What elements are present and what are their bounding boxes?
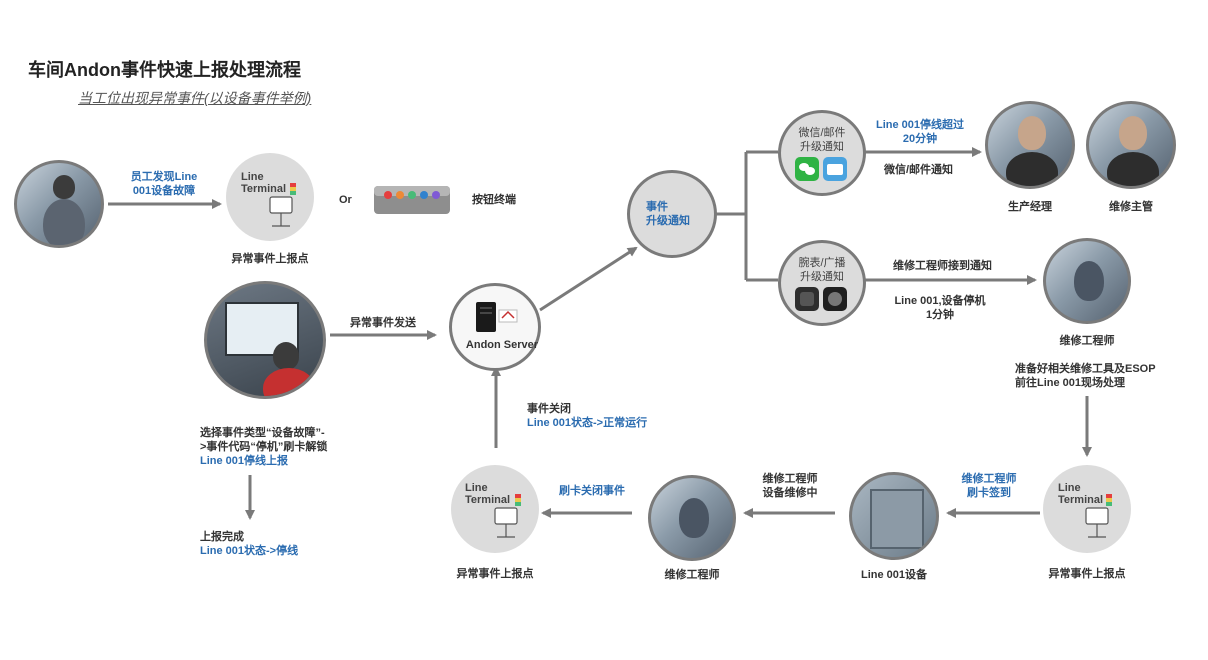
- label-employee-find: 员工发现Line 001设备故障: [130, 171, 198, 197]
- wechat-notify-label: 微信/邮件 升级通知: [798, 127, 846, 153]
- button-box-icon: [374, 186, 450, 214]
- andon-light-icon: [269, 183, 296, 227]
- page-title: 车间Andon事件快速上报处理流程: [28, 60, 301, 80]
- escalate-node: [627, 170, 717, 258]
- terminal-top-node: [226, 153, 314, 241]
- label-select-event: 选择事件类型“设备故障”- >事件代码“停机”刷卡解锁 Line 001停线上报: [200, 427, 328, 467]
- escalate-label: 事件 升级通知: [646, 201, 690, 227]
- engineer-top-label: 维修工程师: [1059, 335, 1115, 347]
- production-manager-label: 生产经理: [1008, 201, 1052, 213]
- label-prepare: 准备好相关维修工具及ESOP 前往Line 001现场处理: [1015, 363, 1156, 389]
- or-label: Or: [339, 194, 352, 206]
- wechat-icon: [795, 157, 819, 181]
- production-manager-photo: [985, 101, 1075, 189]
- wechat-notify-node: [778, 110, 866, 196]
- maintenance-supervisor-photo: [1086, 101, 1176, 189]
- label-swipe-signin: 维修工程师 刷卡签到: [961, 473, 1017, 499]
- server-label: Andon Server: [465, 339, 539, 351]
- equipment-photo: [849, 472, 939, 560]
- terminal-top-label: Line Terminal: [241, 171, 287, 195]
- server-icon: [476, 302, 518, 332]
- label-report-done: 上报完成 Line 001状态->停线: [200, 531, 299, 557]
- label-wechat-notice: 微信/邮件通知: [884, 164, 954, 176]
- terminal-bottom-caption: 异常事件上报点: [456, 568, 534, 580]
- engineer-bottom-photo: [648, 475, 736, 561]
- engineer-bottom-label: 维修工程师: [664, 569, 720, 581]
- engineer-top-photo: [1043, 238, 1131, 324]
- maintenance-supervisor-label: 维修主管: [1109, 201, 1153, 213]
- andon-light-icon: [494, 494, 521, 538]
- terminal-bottom-label: Line Terminal: [465, 482, 511, 506]
- speaker-icon: [823, 287, 847, 311]
- label-event-close: 事件关闭 Line 001状态->正常运行: [527, 403, 648, 429]
- label-engineer-receive: 维修工程师接到通知: [893, 260, 992, 272]
- employee-photo: [14, 160, 104, 248]
- label-line-stop-20: Line 001停线超过 20分钟: [875, 119, 965, 145]
- button-terminal-label: 按钮终端: [472, 194, 516, 206]
- terminal-right-label: Line Terminal: [1058, 482, 1104, 506]
- equipment-label: Line 001设备: [860, 569, 928, 581]
- watch-notify-node: [778, 240, 866, 326]
- email-icon: [823, 157, 847, 181]
- operator-screen-photo: [204, 281, 326, 399]
- andon-server-node: [449, 283, 541, 371]
- label-event-send: 异常事件发送: [350, 317, 416, 329]
- watch-notify-label: 腕表/广播 升级通知: [798, 257, 846, 283]
- terminal-right-caption: 异常事件上报点: [1048, 568, 1126, 580]
- andon-light-icon: [1085, 494, 1112, 538]
- label-swipe-close: 刷卡关闭事件: [559, 485, 625, 497]
- label-line-stop-1: Line 001,设备停机 1分钟: [894, 295, 986, 321]
- terminal-top-caption: 异常事件上报点: [231, 253, 309, 265]
- watch-icon: [795, 287, 819, 311]
- label-repairing: 维修工程师 设备维修中: [762, 473, 818, 499]
- page-subtitle: 当工位出现异常事件(以设备事件举例): [78, 90, 312, 106]
- arrow-server-to-escalate: [539, 246, 638, 312]
